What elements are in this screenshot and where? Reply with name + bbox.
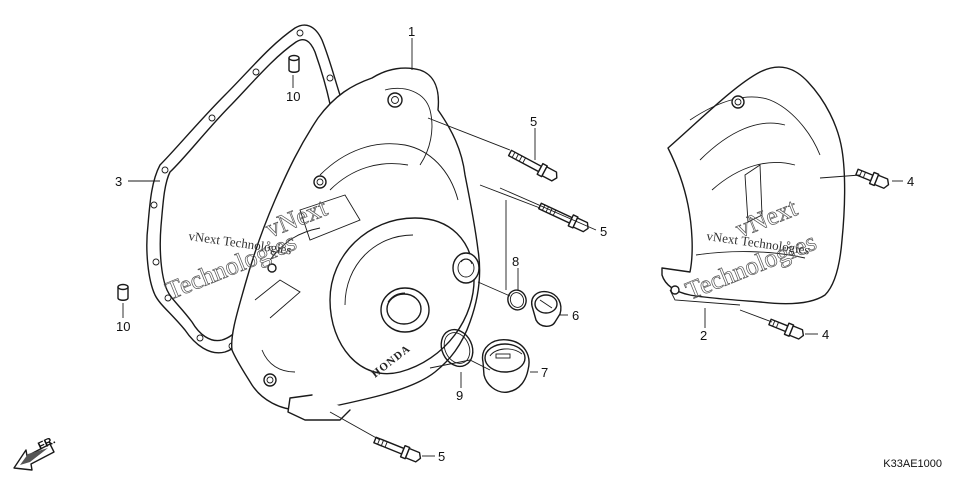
o-ring-9 — [440, 328, 474, 368]
gasket-bolt-hole — [150, 201, 158, 209]
gasket-bolt-hole — [326, 74, 334, 82]
callout-part-4-upper: 4 — [907, 174, 914, 189]
callout-part-1: 1 — [408, 24, 415, 39]
dowel-pin-lower — [117, 283, 129, 301]
callout-part-4-lower: 4 — [822, 327, 829, 342]
bolt-5-middle — [538, 202, 589, 233]
callout-part-9: 9 — [456, 388, 463, 403]
o-ring-8 — [507, 289, 527, 311]
callout-part-5-middle: 5 — [600, 224, 607, 239]
callout-part-3: 3 — [115, 174, 122, 189]
callout-part-8: 8 — [512, 254, 519, 269]
bolt-4-lower — [768, 318, 805, 340]
callout-part-7: 7 — [541, 365, 548, 380]
callout-part-5-upper: 5 — [530, 114, 537, 129]
gasket-bolt-hole — [152, 258, 160, 266]
gasket-bolt-hole — [196, 334, 204, 342]
left-crankcase-cover: HONDA — [230, 67, 481, 421]
bolt-4-upper — [855, 168, 890, 189]
sprocket-cover — [661, 66, 846, 306]
callout-part-6: 6 — [572, 308, 579, 323]
gasket-bolt-hole — [208, 114, 216, 122]
callout-part-10-lower: 10 — [116, 319, 130, 334]
bolt-5-upper — [507, 149, 558, 182]
gasket-bolt-hole — [296, 29, 304, 37]
callout-part-5-lower: 5 — [438, 449, 445, 464]
cap-6 — [531, 290, 562, 327]
front-direction-arrow: FR. — [13, 434, 57, 471]
gasket-bolt-hole — [161, 166, 169, 174]
dowel-pin-upper — [288, 54, 300, 73]
bolt-5-lower — [373, 436, 422, 463]
figure-code: K33AE1000 — [883, 458, 942, 470]
leader-lines — [122, 38, 903, 457]
gasket-bolt-hole — [164, 294, 172, 302]
callout-part-10-upper: 10 — [286, 89, 300, 104]
front-direction-label: FR. — [36, 434, 57, 452]
callout-part-2: 2 — [700, 328, 707, 343]
gasket-bolt-hole — [252, 68, 260, 76]
cap-7 — [481, 339, 530, 393]
